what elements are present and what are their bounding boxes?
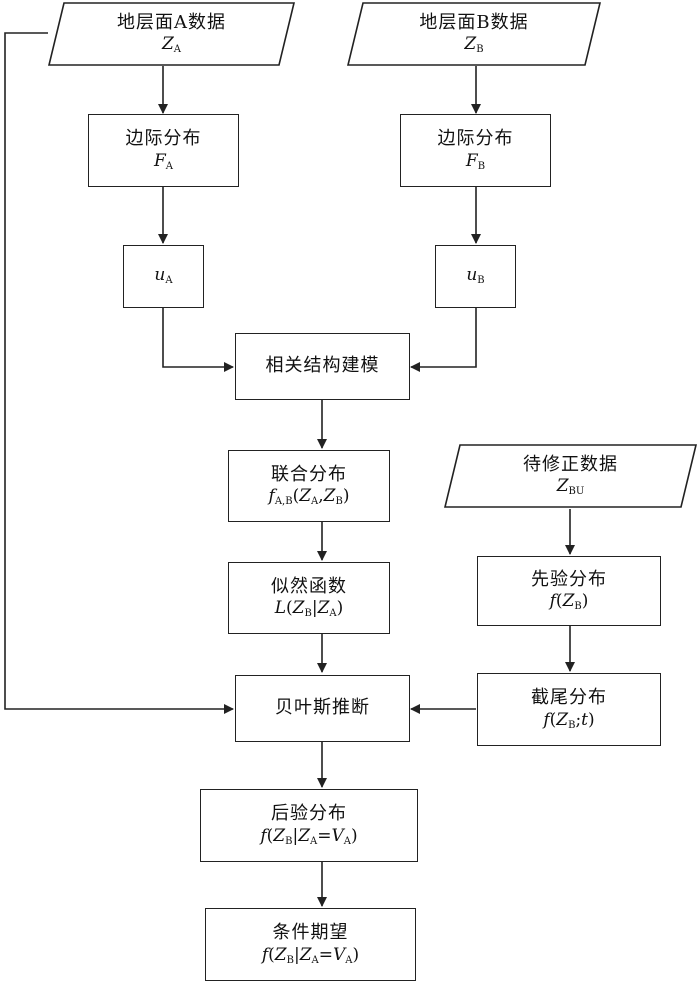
posterior-formula: f(ZB|ZA=VA) [260,825,358,847]
marginal-a-node: 边际分布 FA [88,114,239,187]
marginal-a-variable: FA [153,150,174,172]
marginal-a-title: 边际分布 [125,128,202,149]
ua-variable: uA [154,265,173,287]
joint-distribution-formula: fA,B(ZA,ZB) [268,486,350,507]
prior-node: 先验分布 f(ZB) [477,556,661,626]
prior-formula: f(ZB) [549,591,589,612]
ub-variable: uB [466,265,485,287]
truncated-title: 截尾分布 [531,687,607,708]
prior-title: 先验分布 [531,568,607,590]
truncated-formula: f(ZB;t) [543,709,595,731]
bayes-inference-node: 贝叶斯推断 [235,675,410,742]
arrow-layer-a-to-bayes [4,32,234,714]
layer-b-data-title: 地层面B数据 [419,11,529,33]
joint-distribution-node: 联合分布 fA,B(ZA,ZB) [228,450,390,522]
arrow-ua-to-dependence [162,308,234,372]
data-to-correct-node: 待修正数据 ZBU [444,444,697,508]
ub-node: uB [435,245,516,308]
likelihood-formula: L(ZB|ZA) [274,598,344,619]
layer-b-data-node: 地层面B数据 ZB [347,2,601,66]
posterior-node: 后验分布 f(ZB|ZA=VA) [200,789,418,862]
joint-distribution-title: 联合分布 [271,463,347,485]
conditional-expectation-node: 条件期望 f(ZB|ZA=VA) [205,908,416,981]
data-to-correct-variable: ZBU [556,476,585,497]
likelihood-node: 似然函数 L(ZB|ZA) [228,562,390,634]
layer-b-data-variable: ZB [464,34,484,55]
bayes-inference-title: 贝叶斯推断 [275,697,370,719]
likelihood-title: 似然函数 [271,575,347,597]
ua-node: uA [123,245,204,308]
layer-a-data-variable: ZA [161,34,182,55]
truncated-node: 截尾分布 f(ZB;t) [477,673,661,746]
data-to-correct-title: 待修正数据 [523,453,618,475]
posterior-title: 后验分布 [271,803,347,824]
conditional-expectation-title: 条件期望 [272,922,349,943]
dependence-modeling-node: 相关结构建模 [235,333,410,400]
layer-a-data-node: 地层面A数据 ZA [48,2,295,66]
conditional-expectation-formula: f(ZB|ZA=VA) [261,944,360,966]
arrow-ub-to-dependence [410,308,477,372]
dependence-modeling-title: 相关结构建模 [265,355,380,377]
layer-a-data-title: 地层面A数据 [117,11,226,33]
marginal-b-variable: FB [465,150,486,172]
marginal-b-title: 边际分布 [437,128,514,149]
marginal-b-node: 边际分布 FB [400,114,551,187]
